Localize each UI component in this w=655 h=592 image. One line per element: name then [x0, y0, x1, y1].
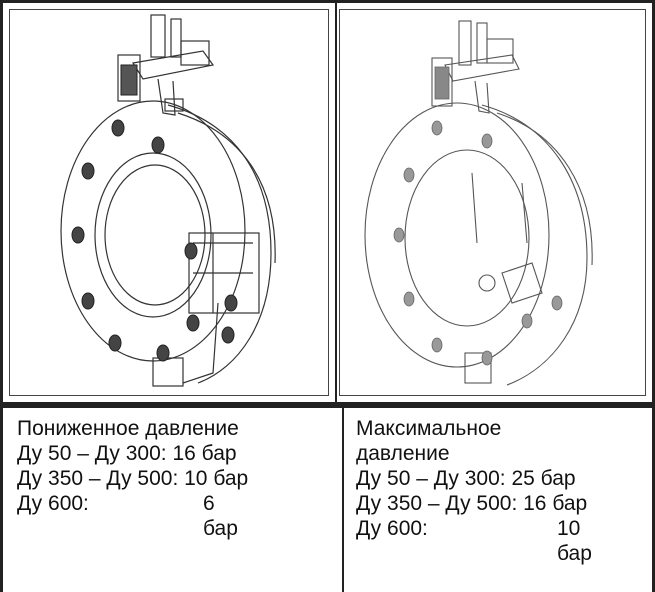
- heading-reduced-pressure: Пониженное давление: [17, 417, 239, 440]
- valve-drawing-reduced-pressure: [60, 14, 276, 387]
- spec-row-value: 6 бар: [203, 492, 238, 540]
- spec-row: Ду 50 – Ду 300: 25 бар: [356, 467, 576, 490]
- valve-image-cell-right: [336, 0, 655, 405]
- spec-row-label: Ду 600:: [17, 492, 89, 515]
- valve-image-cell-left: [0, 0, 336, 405]
- image-frame-right: [339, 9, 646, 396]
- spec-row: Ду 350 – Ду 500: 16 бар: [356, 492, 588, 515]
- spec-cell-maximum-pressure: Максимальное давление Ду 50 – Ду 300: 25…: [344, 405, 655, 592]
- spec-text-left: Пониженное давление Ду 50 – Ду 300: 16 б…: [17, 416, 249, 540]
- valve-drawing-maximum-pressure: [364, 20, 593, 386]
- spec-row: Ду 350 – Ду 500: 10 бар: [17, 467, 249, 490]
- spec-text-right: Максимальное давление Ду 50 – Ду 300: 25…: [356, 416, 592, 565]
- spec-row-label: Ду 600:: [356, 517, 428, 540]
- spec-cell-reduced-pressure: Пониженное давление Ду 50 – Ду 300: 16 б…: [0, 405, 344, 592]
- image-frame-left: [9, 9, 329, 396]
- heading-maximum-pressure-line2: давление: [356, 442, 450, 465]
- spec-row: Ду 600: 10 бар: [356, 516, 592, 565]
- spec-row: Ду 600: 6 бар: [17, 491, 248, 540]
- spec-row: Ду 50 – Ду 300: 16 бар: [17, 442, 237, 465]
- spec-row-value: 10 бар: [557, 517, 592, 565]
- heading-maximum-pressure-line1: Максимальное: [356, 417, 502, 440]
